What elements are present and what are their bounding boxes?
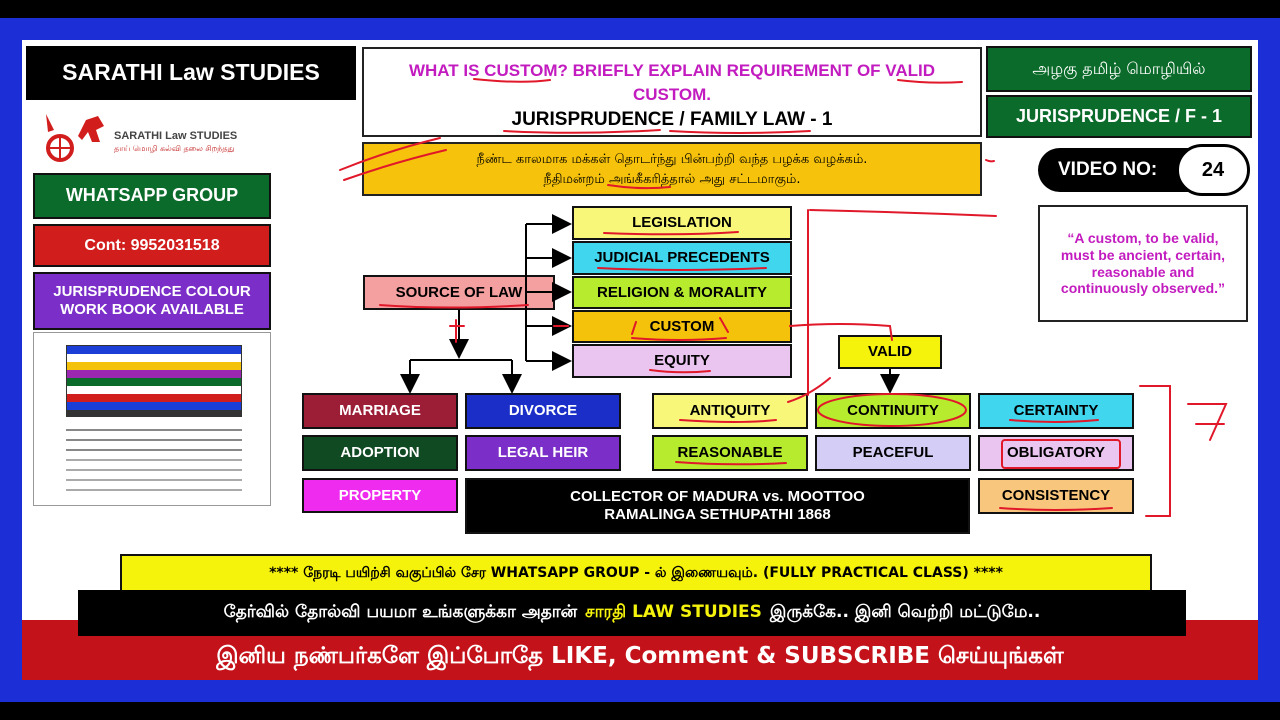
custom-definition-quote: “A custom, to be valid, must be ancient,… xyxy=(1038,205,1248,322)
brand-title: SARATHI Law STUDIES xyxy=(26,46,356,100)
requirement-peaceful: PEACEFUL xyxy=(815,435,971,471)
question-box: WHAT IS CUSTOM? BRIEFLY EXPLAIN REQUIREM… xyxy=(362,47,982,137)
chariot-icon xyxy=(46,114,104,162)
workbook-preview-image xyxy=(33,332,271,506)
motto-brand: சாரதி LAW STUDIES xyxy=(585,602,762,622)
motto-banner: தேர்வில் தோல்வி பயமா உங்களுக்கா அதான் சா… xyxy=(78,590,1186,636)
requirement-antiquity: ANTIQUITY xyxy=(652,393,808,429)
source-custom: CUSTOM xyxy=(572,310,792,343)
contact-number: Cont: 9952031518 xyxy=(33,224,271,267)
area-property: PROPERTY xyxy=(302,478,458,513)
source-religion-morality: RELIGION & MORALITY xyxy=(572,276,792,309)
workbook-banner: JURISPRUDENCE COLOUR WORK BOOK AVAILABLE xyxy=(33,272,271,330)
area-legal-heir: LEGAL HEIR xyxy=(465,435,621,471)
source-legislation: LEGISLATION xyxy=(572,206,792,240)
definition-line-2: நீதிமன்றம் அங்கீகரித்தால் அது சட்டமாகும்… xyxy=(543,172,801,187)
logo: SARATHI Law STUDIES தாய் மொழி கல்வி தலை … xyxy=(38,108,268,164)
video-number: 24 xyxy=(1176,144,1250,196)
whatsapp-group-button[interactable]: WHATSAPP GROUP xyxy=(33,173,271,219)
motto-text-end: இருக்கே.. இனி வெற்றி மட்டுமே.. xyxy=(769,602,1041,622)
question-line-1: WHAT IS CUSTOM? BRIEFLY EXPLAIN REQUIREM… xyxy=(408,61,936,80)
live-class-invite-banner: **** நேரடி பயிற்சி வகுப்பில் சேர WHATSAP… xyxy=(120,554,1152,592)
workbook-preview-thumbnail xyxy=(66,345,242,417)
subject-line: JURISPRUDENCE / FAMILY LAW - 1 xyxy=(511,109,833,130)
area-marriage: MARRIAGE xyxy=(302,393,458,429)
area-adoption: ADOPTION xyxy=(302,435,458,471)
logo-name: SARATHI Law STUDIES xyxy=(114,130,238,142)
tamil-tag: அழகு தமிழ் மொழியில் xyxy=(986,46,1252,92)
requirement-certainty: CERTAINTY xyxy=(978,393,1134,429)
valid-label: VALID xyxy=(838,335,942,369)
definition-box: நீண்ட காலமாக மக்கள் தொடர்ந்து பின்பற்றி … xyxy=(362,142,982,196)
course-label: JURISPRUDENCE / F - 1 xyxy=(986,95,1252,138)
subscribe-banner: இனிய நண்பர்களே இப்போதே LIKE, Comment & S… xyxy=(216,643,1064,669)
area-divorce: DIVORCE xyxy=(465,393,621,429)
video-number-badge: VIDEO NO: 24 xyxy=(1038,144,1252,196)
source-of-law-box: SOURCE OF LAW xyxy=(363,275,555,310)
case-citation: COLLECTOR OF MADURA vs. MOOTTOO RAMALING… xyxy=(465,478,970,534)
motto-text-start: தேர்வில் தோல்வி பயமா உங்களுக்கா அதான் xyxy=(223,602,578,622)
definition-line-1: நீண்ட காலமாக மக்கள் தொடர்ந்து பின்பற்றி … xyxy=(476,152,868,167)
logo-tagline: தாய் மொழி கல்வி தலை சிறந்தது xyxy=(114,144,235,153)
question-line-2: CUSTOM. xyxy=(632,85,712,104)
